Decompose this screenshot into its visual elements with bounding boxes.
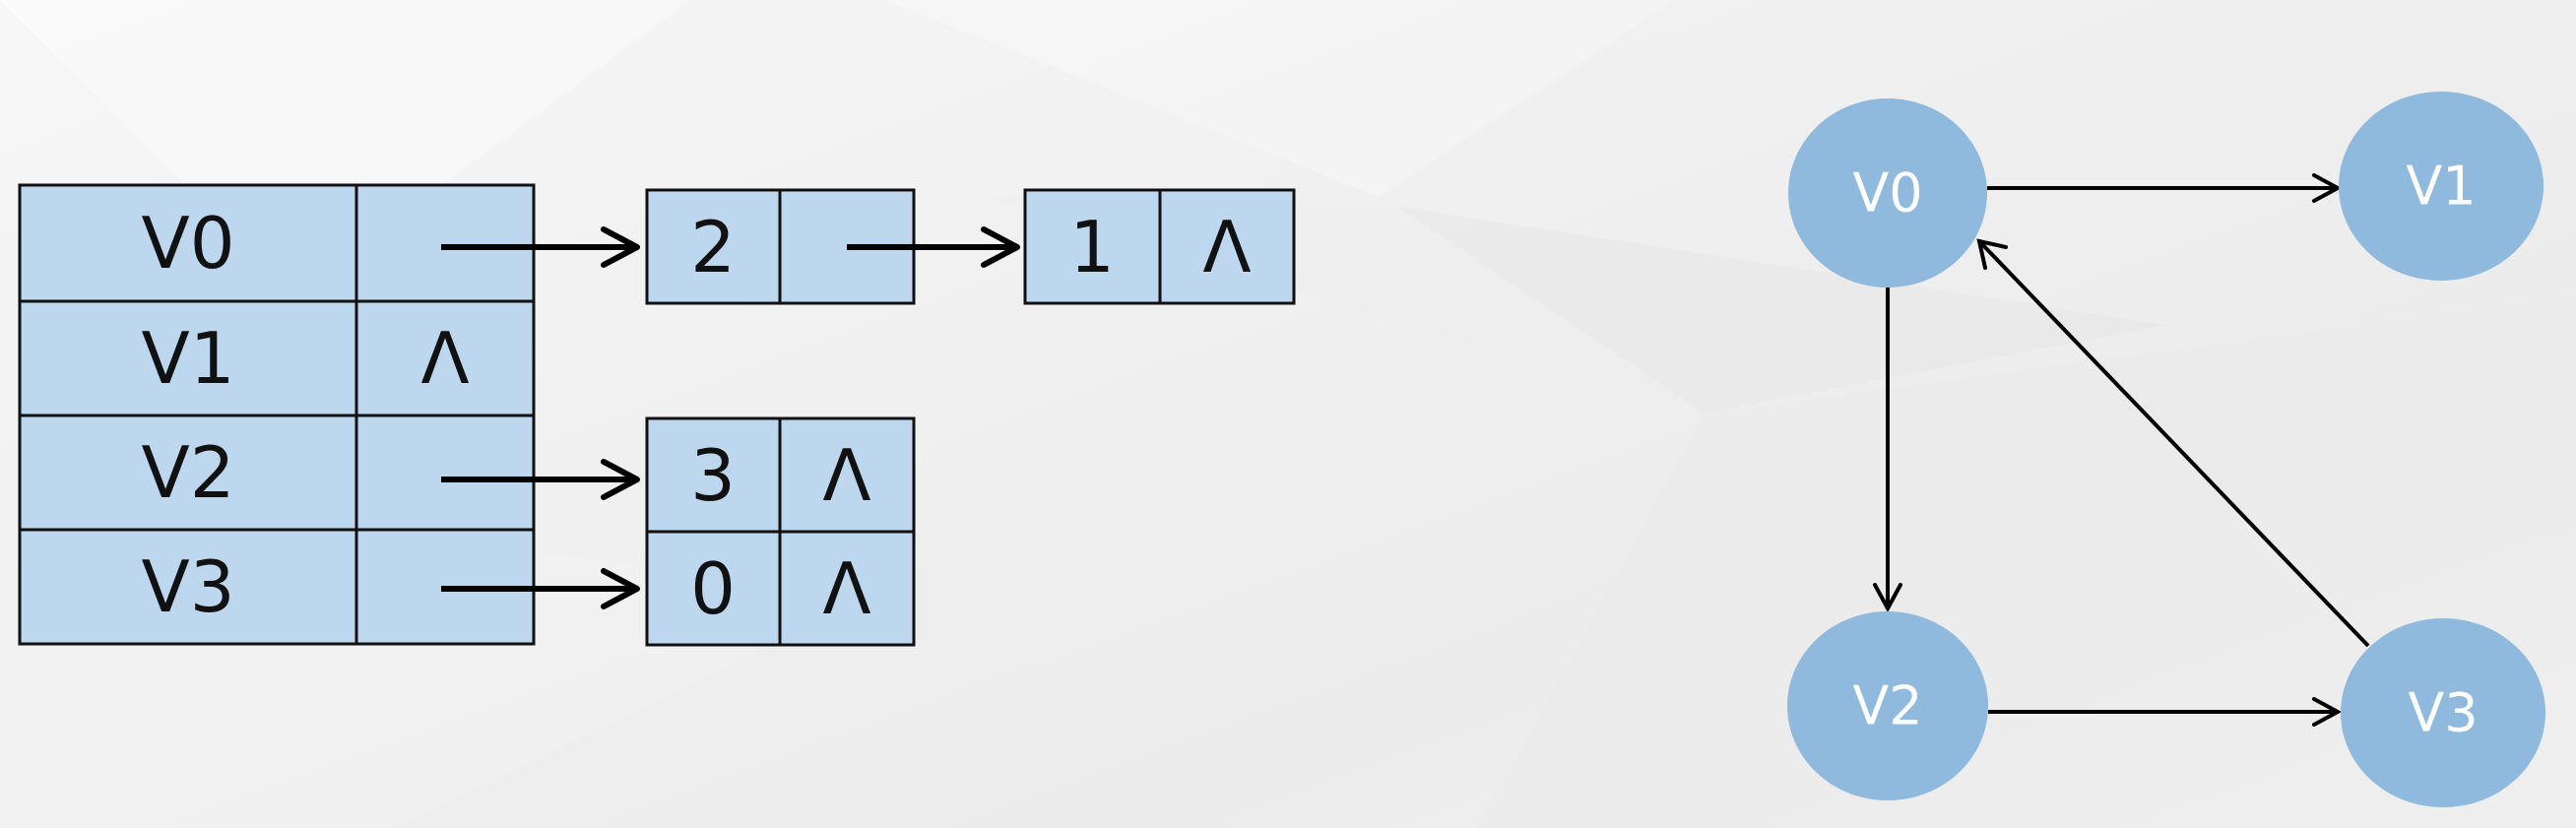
vertex-label: V1 [141,317,234,400]
adjvex-label: 3 [690,434,736,517]
adjvex-label: 1 [1069,206,1115,288]
graph-edge-v0-v1 [1987,173,2343,203]
node-label: V2 [1852,675,1922,737]
adjvex-cell [645,188,782,305]
pointer-arrow-v3 [441,568,640,609]
next-cell [1158,188,1296,305]
pointer-arrow-edge-2 [847,226,1020,268]
pointer-cell [354,183,536,303]
vertex-cell [18,528,358,646]
graph-node-v3: V3 [2341,618,2545,807]
adjvex-label: 2 [690,206,736,288]
graph-node-v2: V2 [1787,611,1988,800]
head-row-v0: V0 [18,183,536,303]
vertex-label: V2 [141,431,234,514]
vertex-label: V0 [141,202,234,285]
adjvex-label: 0 [690,547,736,630]
node-label: V3 [2408,682,2478,744]
node-label: V0 [1852,162,1922,224]
null-pointer-label: Λ [822,547,870,630]
graph-node-v0: V0 [1788,98,1987,287]
null-pointer-label: Λ [822,434,870,517]
edge-node-v3-adj-0: 0 Λ [645,530,916,647]
edge-node-v2-adj-3: 3 Λ [645,416,916,534]
vertex-cell [18,299,358,417]
graph-node-v1: V1 [2339,92,2544,281]
null-pointer-label: Λ [1202,206,1251,288]
graph-edge-v2-v3 [1988,697,2343,727]
pointer-arrow-v0 [441,226,640,268]
node-label: V1 [2406,156,2476,218]
next-cell [778,416,916,534]
pointer-arrow-v2 [441,459,640,500]
graph-edge-v3-v0 [1976,238,2370,648]
head-row-v1: V1 Λ [18,299,536,417]
pointer-cell [354,299,536,417]
graph-edge-v0-v2 [1873,287,1902,613]
next-cell [778,530,916,647]
null-pointer-label: Λ [420,317,469,400]
head-node-table: V0 V1 Λ V2 V3 [18,183,536,646]
head-row-v3: V3 [18,528,536,646]
adjvex-cell [1023,188,1162,305]
pointer-cell [354,414,536,532]
head-row-v2: V2 [18,414,536,532]
edge-node-v0-adj-2: 2 [645,188,916,305]
edge-node-v0-adj-1: 1 Λ [1023,188,1296,305]
vertex-label: V3 [141,545,234,628]
